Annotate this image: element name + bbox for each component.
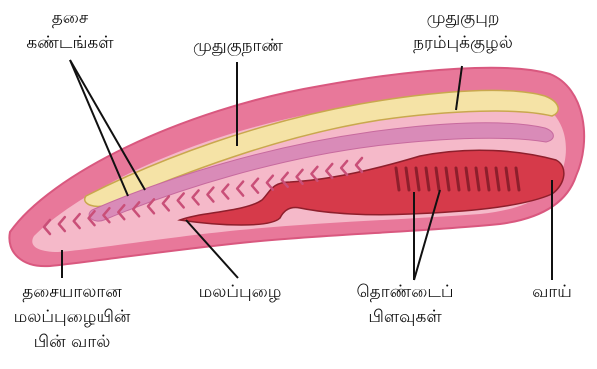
label-anus: மலப்புழை: [180, 280, 300, 305]
label-dorsal-nerve-cord: முதுகுபுற நரம்புக்குழல்: [398, 6, 528, 56]
label-muscle-segments: தசை கண்டங்கள்: [22, 6, 118, 56]
label-post-anal-tail: தசையாலான மலப்புழையின் பின் வால்: [4, 280, 140, 355]
label-mouth: வாய்: [516, 280, 588, 305]
label-pharyngeal-slits: தொண்டைப் பிளவுகள்: [340, 280, 470, 330]
label-notochord: முதுகுநாண்: [178, 34, 298, 59]
